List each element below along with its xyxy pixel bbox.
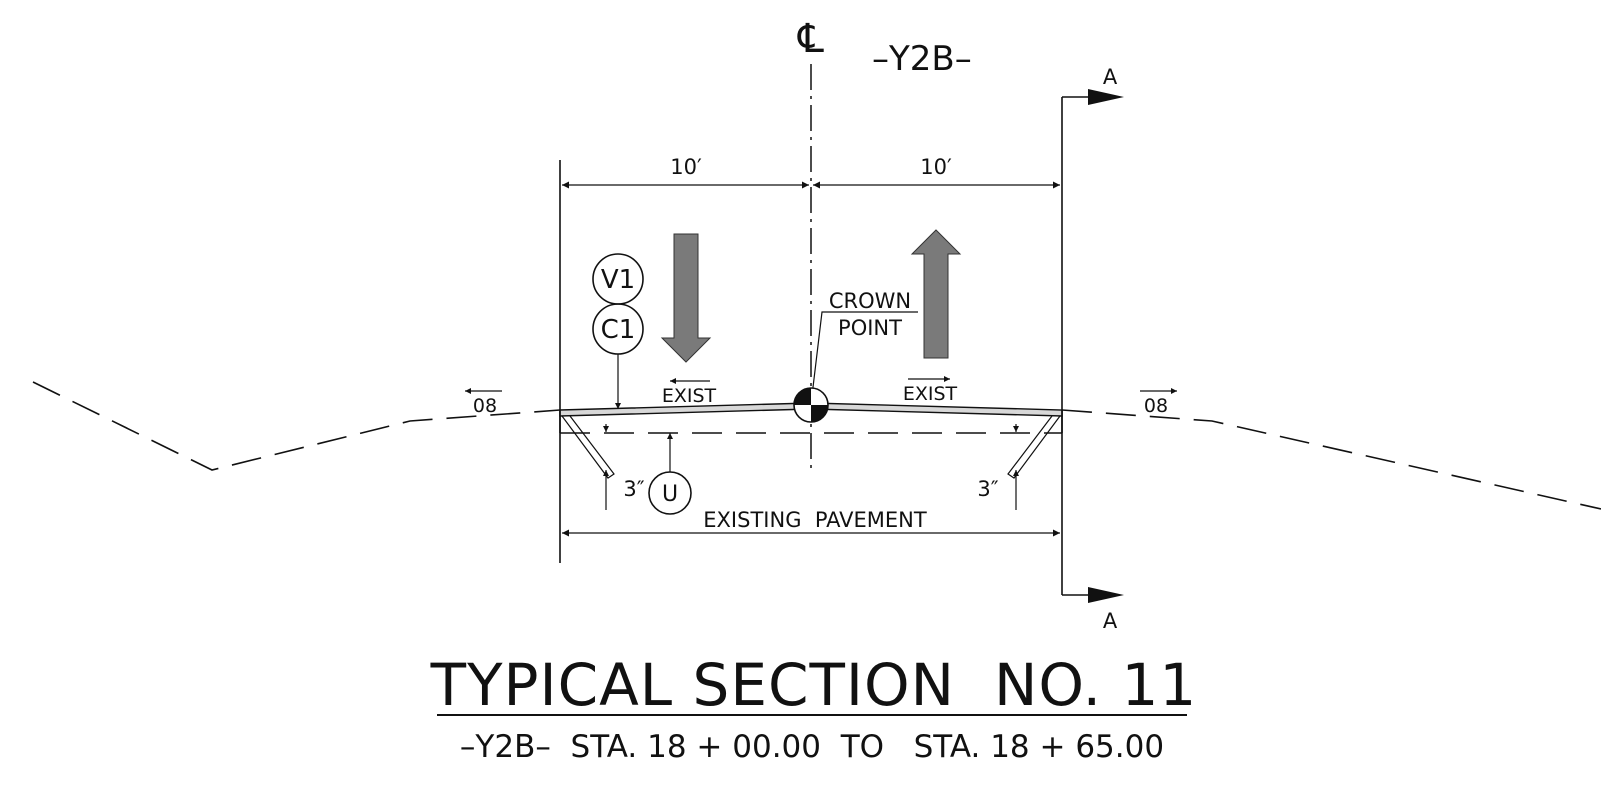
ground-line-right xyxy=(1061,409,1601,510)
crown-point-leader xyxy=(810,311,918,405)
section-title: TYPICAL SECTION NO. 11 xyxy=(430,651,1198,719)
existing-pavement-label: EXISTING PAVEMENT xyxy=(703,508,927,532)
exist-left-label: EXIST xyxy=(662,385,717,407)
slope-left-label: 08 xyxy=(473,395,497,417)
centerline-symbol: ℄ xyxy=(797,16,824,62)
crown-point-line1: CROWN xyxy=(829,289,911,313)
right-wedge xyxy=(1007,415,1061,479)
callout-c1-label: C1 xyxy=(601,315,636,345)
section-cut-label-top: A xyxy=(1103,65,1118,89)
slope-right-label: 08 xyxy=(1144,395,1168,417)
depth-right-label: 3″ xyxy=(977,477,998,501)
depth-left-label: 3″ xyxy=(623,477,644,501)
exist-right-label: EXIST xyxy=(903,383,958,405)
section-subtitle: –Y2B– STA. 18 + 00.00 TO STA. 18 + 65.00 xyxy=(460,729,1164,765)
section-cut-label-bottom: A xyxy=(1103,609,1118,633)
dimension-right-label: 10′ xyxy=(920,155,952,179)
section-cut-a: A A xyxy=(1061,65,1124,633)
callout-u-label: U xyxy=(662,482,678,507)
crown-point-symbol xyxy=(793,387,829,423)
traffic-arrow-up xyxy=(910,229,962,359)
left-wedge xyxy=(561,415,615,479)
alignment-label: –Y2B– xyxy=(872,39,972,79)
traffic-arrow-down xyxy=(660,233,712,363)
crown-point-line2: POINT xyxy=(838,316,902,340)
callout-v1-label: V1 xyxy=(601,265,635,295)
ground-line-left xyxy=(32,381,561,471)
dimension-left-label: 10′ xyxy=(670,155,702,179)
